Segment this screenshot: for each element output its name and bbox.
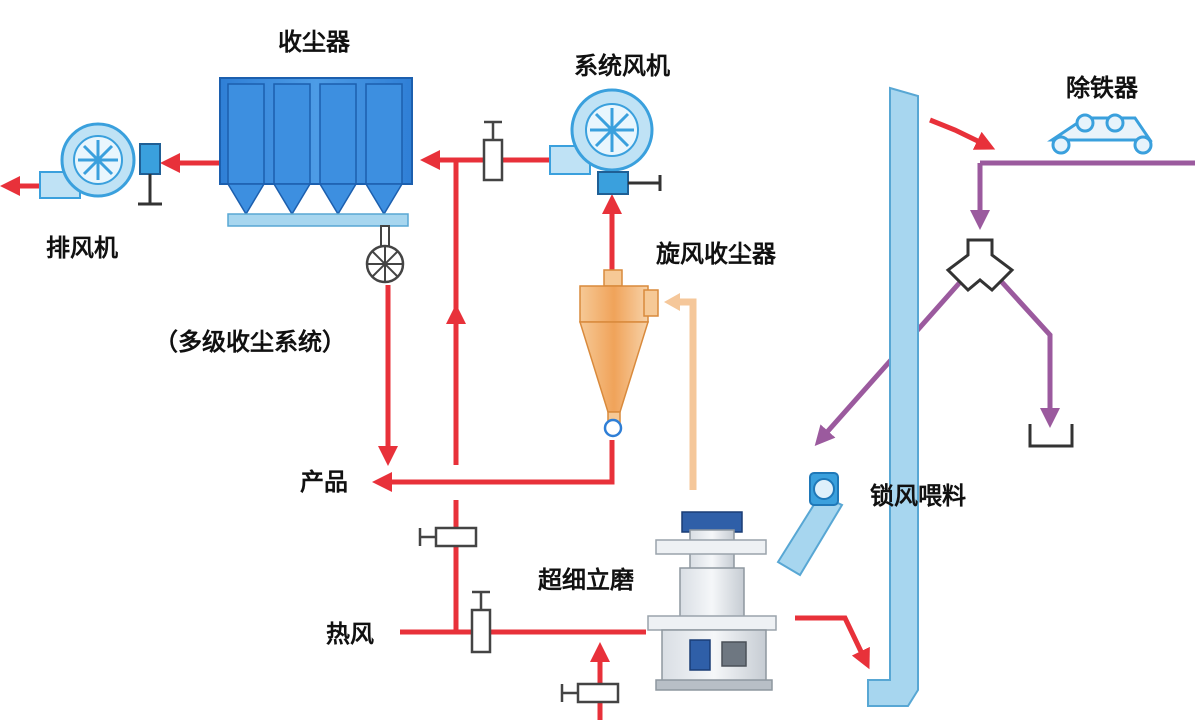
reject-bin xyxy=(1028,424,1074,448)
pipe-mill-to-cyclone xyxy=(670,298,697,490)
system-fan-equipment xyxy=(549,88,662,195)
pipe-elevator-to-iron xyxy=(929,117,996,150)
exhaust-fan-equipment xyxy=(39,122,162,206)
valve-hot-air xyxy=(470,590,492,654)
ultrafine-mill-equipment xyxy=(647,511,777,691)
label-exhaust-fan: 排风机 xyxy=(46,234,118,262)
label-multi-stage-system: （多级收尘系统） xyxy=(154,328,346,356)
pale-arrow-head xyxy=(664,293,680,311)
label-hot-air: 热风 xyxy=(326,620,374,648)
label-system-fan: 系统风机 xyxy=(574,52,670,80)
bucket-elevator xyxy=(867,86,919,707)
label-ultrafine-mill: 超细立磨 xyxy=(538,566,634,594)
valve-middle xyxy=(418,526,478,548)
valve-bottom xyxy=(560,682,620,704)
dust-collector-equipment xyxy=(219,77,413,284)
airlock-feeder-equipment xyxy=(776,472,844,577)
air-flow-lines xyxy=(0,117,996,720)
material-flow-lines xyxy=(814,160,1195,446)
valve-top xyxy=(482,120,504,182)
cyclone-equipment xyxy=(578,269,659,438)
iron-remover-equipment xyxy=(1047,113,1153,155)
label-dust-collector: 收尘器 xyxy=(278,28,351,56)
pipe-cyclone-to-product xyxy=(372,440,615,492)
label-iron-remover: 除铁器 xyxy=(1066,74,1139,102)
label-product: 产品 xyxy=(300,468,348,496)
chute-right xyxy=(998,278,1060,428)
pipe-mill-to-elevator xyxy=(795,615,870,670)
label-cyclone-collector: 旋风收尘器 xyxy=(655,240,777,268)
label-airlock-feeder: 锁风喂料 xyxy=(870,482,966,510)
diverter-valve xyxy=(945,238,1015,293)
